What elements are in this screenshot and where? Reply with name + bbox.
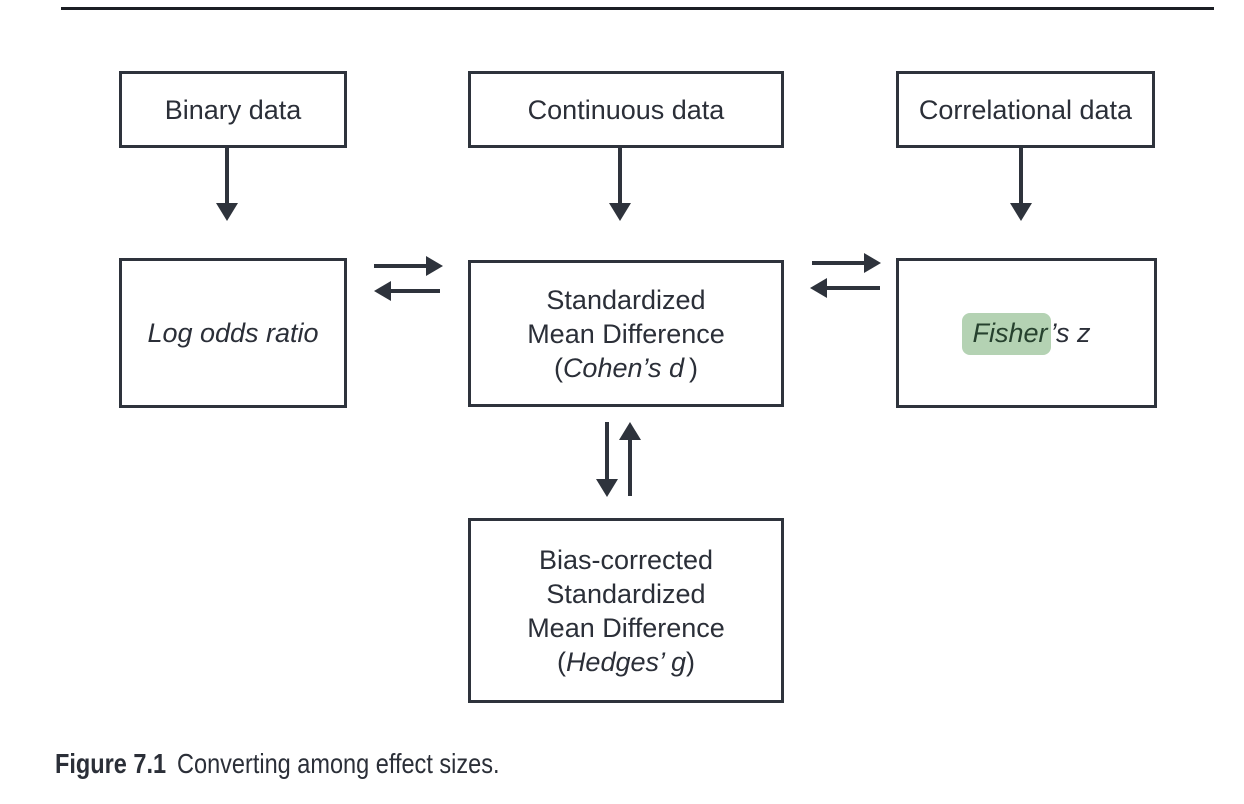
figure-caption: Figure 7.1 Converting among effect sizes. [55,748,500,780]
node-fishers-z: Fisher’s z [896,258,1157,408]
node-smd-line1: Standardized [546,284,706,315]
node-hedges-formula-line: (Hedges’ g) [527,645,725,679]
arrow-smd-to-fisher-head-icon [864,253,881,273]
arrow-smd-to-hedges-shaft [605,422,609,480]
node-standardized-mean-difference: Standardized Mean Difference (Cohen’s d) [468,260,784,407]
node-continuous-data: Continuous data [468,71,784,148]
arrow-logodds-to-smd-shaft [374,264,427,268]
node-log-odds-ratio: Log odds ratio [119,258,347,408]
node-log-odds-ratio-label: Log odds ratio [147,318,319,348]
node-smd-line2: Mean Difference [527,318,725,349]
figure-caption-text: Converting among effect sizes. [177,748,500,779]
node-smd-label: Standardized Mean Difference (Cohen’s d) [527,283,725,385]
close-paren: ) [686,646,696,677]
arrow-hedges-to-smd-head-icon [619,422,641,440]
node-fishers-z-rest: ’s z [1050,318,1091,348]
arrow-fisher-to-smd-head-icon [810,278,827,298]
node-smd-formula: Cohen’s d [562,352,685,383]
node-binary-data-label: Binary data [164,94,302,125]
highlighted-text: Fisher [962,313,1051,355]
node-hedges-line3: Mean Difference [527,612,725,643]
node-hedges-line1: Bias-corrected [538,544,714,575]
node-correlational-data: Correlational data [896,71,1155,148]
node-smd-formula-line: (Cohen’s d) [527,351,725,385]
node-fishers-z-label: Fisher’s z [962,313,1091,355]
page-top-rule [61,7,1214,10]
arrow-fisher-to-smd-shaft [826,286,880,290]
node-bias-corrected-smd: Bias-corrected Standardized Mean Differe… [468,518,784,703]
open-paren: ( [556,646,566,677]
node-hedges-line2: Standardized [546,578,706,609]
node-binary-data: Binary data [119,71,347,148]
arrow-smd-to-hedges-head-icon [596,479,618,497]
close-paren: ) [689,352,699,383]
arrow-smd-to-logodds-shaft [390,289,440,293]
arrow-logodds-to-smd-head-icon [426,256,443,276]
open-paren: ( [553,352,563,383]
arrow-correlational-to-fisher-head-icon [1010,203,1032,221]
arrow-continuous-to-smd-head-icon [609,203,631,221]
arrow-hedges-to-smd-shaft [628,439,632,496]
arrow-binary-to-logodds-head-icon [216,203,238,221]
node-hedges-label: Bias-corrected Standardized Mean Differe… [527,543,725,679]
arrow-binary-to-logodds-shaft [225,147,229,204]
arrow-smd-to-logodds-head-icon [374,281,391,301]
node-correlational-data-label: Correlational data [918,94,1133,125]
arrow-correlational-to-fisher-shaft [1019,147,1023,204]
figure-number: Figure 7.1 [55,748,167,779]
arrow-smd-to-fisher-shaft [812,261,865,265]
node-hedges-formula: Hedges’ g [565,646,687,677]
node-continuous-data-label: Continuous data [527,94,725,125]
arrow-continuous-to-smd-shaft [618,147,622,204]
